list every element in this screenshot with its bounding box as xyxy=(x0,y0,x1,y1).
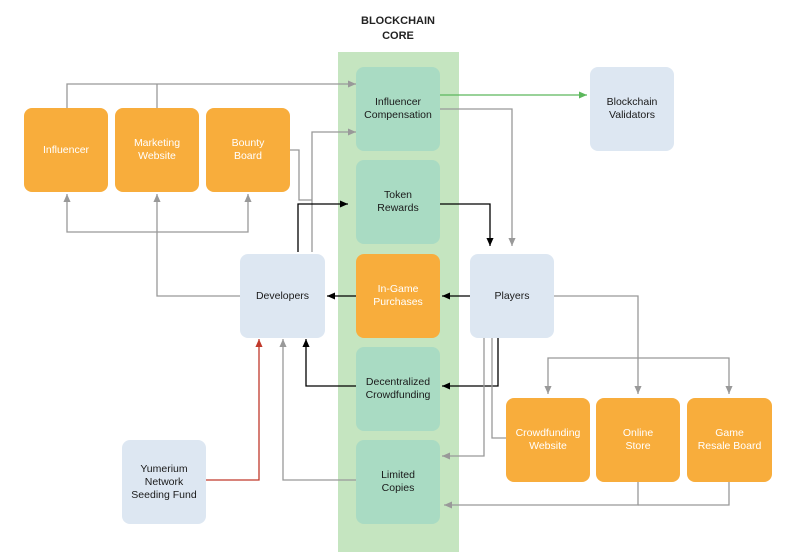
node-decentralized-crowdfunding: Decentralized Crowdfunding xyxy=(356,347,440,431)
edge-influencer-to-compensation xyxy=(66,80,356,108)
node-game-resale-board-label: Game Resale Board xyxy=(697,427,762,452)
edge-players-to-crowdfunding xyxy=(442,338,499,390)
edge-developers-to-compensation xyxy=(311,128,356,252)
node-game-resale-board: Game Resale Board xyxy=(687,398,772,482)
node-crowdfunding-website-label: Crowdfunding Website xyxy=(515,427,581,452)
node-decentralized-crowdfunding-label: Decentralized Crowdfunding xyxy=(365,376,431,401)
edge-developers-to-token xyxy=(297,200,348,252)
edge-compensation-to-players xyxy=(440,108,516,246)
node-players: Players xyxy=(470,254,554,338)
edge-devline-to-influencer xyxy=(63,194,157,233)
node-crowdfunding-website: Crowdfunding Website xyxy=(506,398,590,482)
node-blockchain-validators-label: Blockchain Validators xyxy=(606,96,658,121)
node-in-game-purchases-label: In-Game Purchases xyxy=(373,283,423,308)
node-influencer: Influencer xyxy=(24,108,108,192)
node-influencer-label: Influencer xyxy=(42,143,90,156)
node-yumerium-fund-label: Yumerium Network Seeding Fund xyxy=(131,462,197,501)
node-developers: Developers xyxy=(240,254,325,338)
node-influencer-compensation: Influencer Compensation xyxy=(356,67,440,151)
node-limited-copies: Limited Copies xyxy=(356,440,440,524)
core-title: BLOCKCHAIN CORE xyxy=(338,14,458,44)
node-blockchain-validators: Blockchain Validators xyxy=(590,67,674,151)
edge-players-to-crowdfunding-website xyxy=(491,338,506,439)
edge-resale-to-limited xyxy=(638,482,730,506)
node-bounty-board: Bounty Board xyxy=(206,108,290,192)
edge-limited-to-developers xyxy=(279,339,356,481)
edge-bounty-to-token xyxy=(290,149,312,201)
node-bounty-board-label: Bounty Board xyxy=(231,137,265,162)
edge-developers-to-marketing xyxy=(153,194,240,297)
edge-players-to-limited xyxy=(442,338,485,460)
core-title-line1: BLOCKCHAIN xyxy=(361,15,435,27)
node-online-store: Online Store xyxy=(596,398,680,482)
edge-players-to-online-store xyxy=(554,295,642,394)
edge-devline-to-bounty xyxy=(157,194,252,233)
node-marketing-website-label: Marketing Website xyxy=(133,137,181,162)
edge-store-to-limited xyxy=(444,482,639,509)
node-players-label: Players xyxy=(494,289,530,302)
node-token-rewards-label: Token Rewards xyxy=(377,189,419,214)
node-limited-copies-label: Limited Copies xyxy=(381,469,415,494)
edge-crowdfunding-to-developers xyxy=(302,339,356,387)
node-developers-label: Developers xyxy=(255,289,310,302)
edge-token-to-players xyxy=(440,203,494,246)
edge-branch-to-resale-board xyxy=(638,357,733,394)
node-token-rewards: Token Rewards xyxy=(356,160,440,244)
core-title-line2: CORE xyxy=(382,30,414,42)
node-influencer-compensation-label: Influencer Compensation xyxy=(364,96,432,121)
node-marketing-website: Marketing Website xyxy=(115,108,199,192)
node-yumerium-fund: Yumerium Network Seeding Fund xyxy=(122,440,206,524)
edge-fund-to-developers xyxy=(206,339,263,481)
node-in-game-purchases: In-Game Purchases xyxy=(356,254,440,338)
edge-branch-to-crowdfunding-website xyxy=(544,357,638,394)
node-online-store-label: Online Store xyxy=(622,427,654,452)
